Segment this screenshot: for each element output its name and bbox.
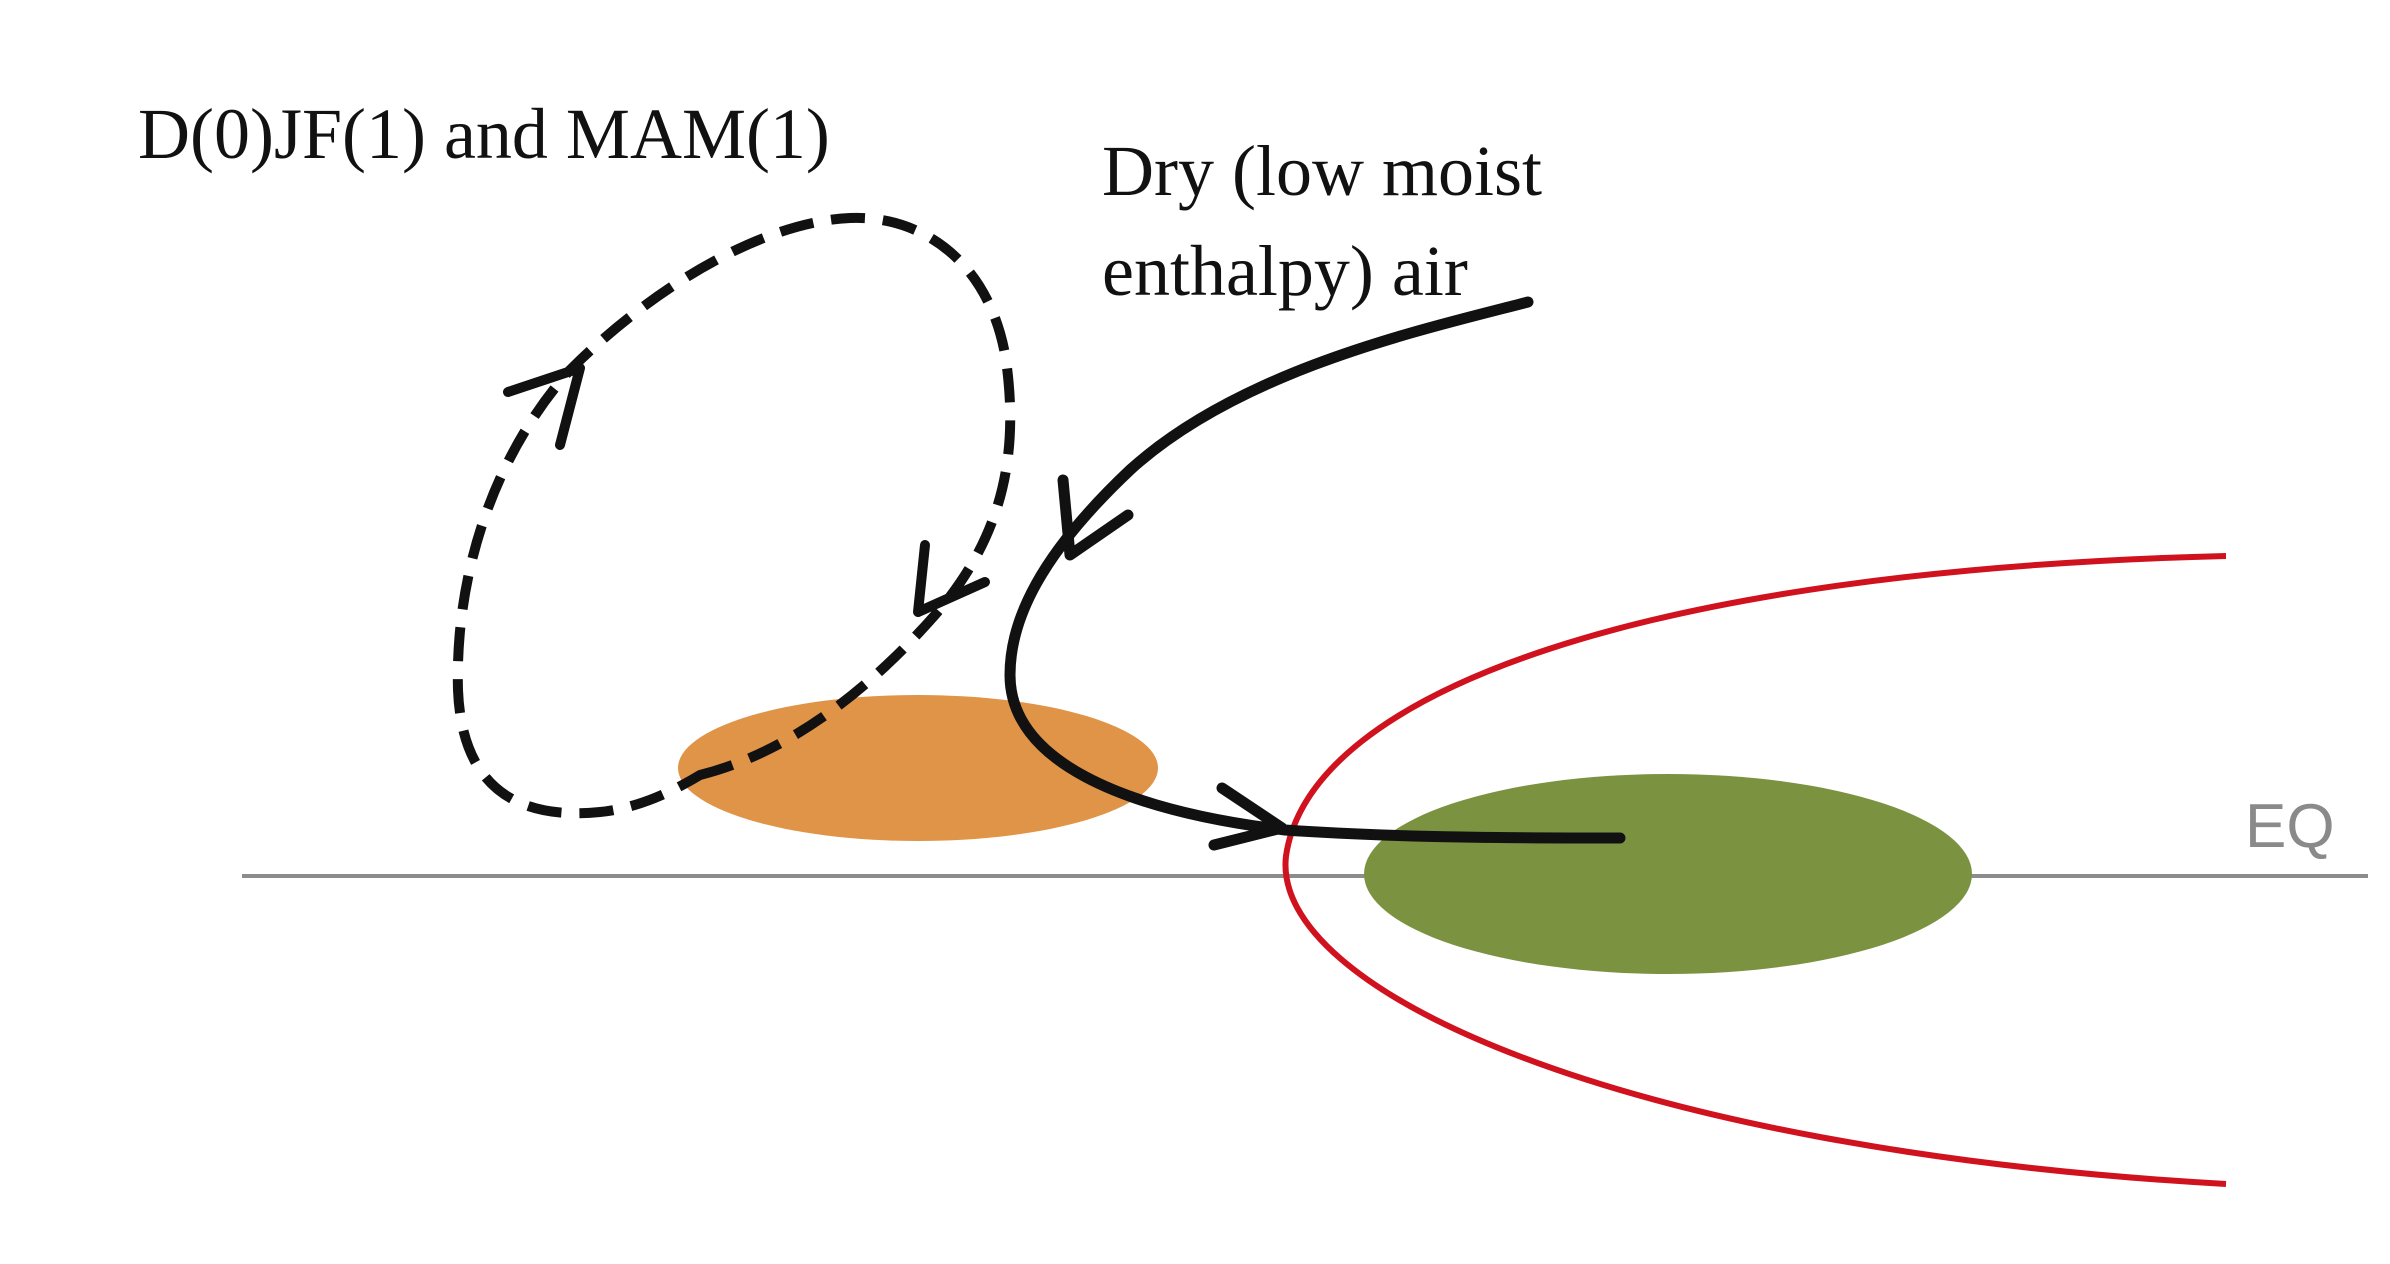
dashed-loop-arrow-upper — [503, 363, 585, 450]
season-label: D(0)JF(1) and MAM(1) — [138, 94, 830, 174]
green-anomaly-ellipse — [1364, 774, 1972, 974]
dry-air-arrow-lower — [1208, 782, 1288, 851]
dry-air-label-line2: enthalpy) air — [1102, 231, 1468, 311]
dry-air-arrow-upper — [1057, 474, 1134, 561]
dry-air-trajectory — [1004, 296, 1626, 844]
dashed-circulation-loop — [452, 212, 1016, 819]
equator-label: EQ — [2245, 792, 2335, 861]
dry-air-label-line1: Dry (low moist — [1102, 131, 1542, 211]
orange-anomaly-ellipse — [678, 695, 1158, 841]
dashed-loop-arrow-lower — [913, 540, 990, 617]
red-horseshoe-curve — [1282, 553, 2227, 1187]
